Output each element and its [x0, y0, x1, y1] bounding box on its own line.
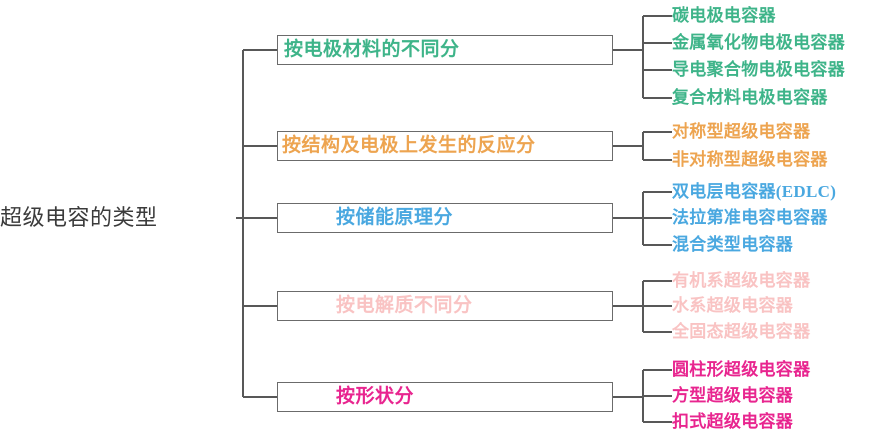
- branch-label-1: 按结构及电极上发生的反应分: [282, 135, 536, 156]
- branch-label-0: 按电极材料的不同分: [284, 39, 460, 60]
- branch-box-shape[interactable]: 按形状分: [277, 382, 613, 412]
- branch-box-electrode-material[interactable]: 按电极材料的不同分: [277, 35, 613, 65]
- leaf-item[interactable]: 扣式超级电容器: [672, 412, 794, 431]
- leaf-item[interactable]: 全固态超级电容器: [672, 322, 811, 341]
- leaf-item[interactable]: 复合材料电极电容器: [672, 88, 828, 107]
- leaf-item[interactable]: 金属氧化物电极电容器: [672, 33, 845, 52]
- branch-label-2: 按储能原理分: [336, 207, 454, 228]
- branch-box-structure-reaction[interactable]: 按结构及电极上发生的反应分: [277, 131, 613, 161]
- branch-box-electrolyte[interactable]: 按电解质不同分: [277, 291, 613, 321]
- leaf-item[interactable]: 水系超级电容器: [672, 296, 794, 315]
- leaf-item[interactable]: 混合类型电容器: [672, 235, 794, 254]
- leaf-item[interactable]: 导电聚合物电极电容器: [672, 60, 845, 79]
- leaf-item[interactable]: 双电层电容器(EDLC): [672, 182, 837, 201]
- branch-label-3: 按电解质不同分: [336, 295, 473, 316]
- branch-label-4: 按形状分: [336, 386, 415, 407]
- branch-box-energy-storage-principle[interactable]: 按储能原理分: [277, 203, 613, 233]
- root-label: 超级电容的类型: [0, 205, 158, 230]
- leaf-item[interactable]: 法拉第准电容电容器: [672, 208, 828, 227]
- leaf-item[interactable]: 有机系超级电容器: [672, 271, 811, 290]
- leaf-item[interactable]: 非对称型超级电容器: [672, 150, 828, 169]
- leaf-item[interactable]: 圆柱形超级电容器: [672, 360, 811, 379]
- leaf-item[interactable]: 方型超级电容器: [672, 386, 794, 405]
- leaf-item[interactable]: 碳电极电容器: [672, 6, 776, 25]
- leaf-item[interactable]: 对称型超级电容器: [672, 122, 811, 141]
